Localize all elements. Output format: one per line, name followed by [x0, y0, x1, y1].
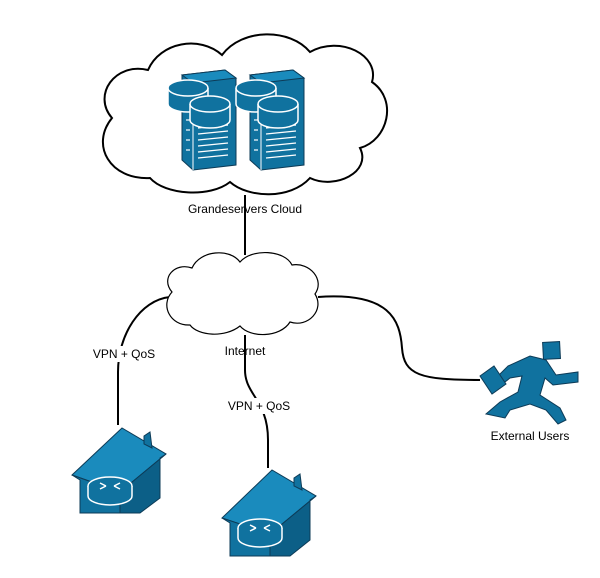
internet-cloud-icon [166, 251, 319, 336]
vpn-center-label: VPN + QoS [228, 399, 290, 413]
router-house-icon [221, 469, 317, 557]
database-icon [167, 79, 231, 129]
database-icon [235, 79, 299, 129]
vpn-left-label-bg [90, 346, 160, 362]
external-users-label: External Users [491, 429, 570, 443]
vpn-center-label-bg [224, 398, 294, 414]
router-house-icon [71, 427, 167, 514]
server-icon [167, 69, 238, 171]
running-user-icon [479, 341, 579, 425]
cloud-icon [101, 33, 388, 196]
link-internet-external-users [317, 295, 481, 381]
cloud-label: Grandeservers Cloud [188, 202, 302, 216]
server-icon [235, 69, 306, 171]
link-internet-left-house [117, 296, 171, 425]
vpn-left-label: VPN + QoS [93, 347, 155, 361]
internet-label: Internet [225, 344, 266, 358]
